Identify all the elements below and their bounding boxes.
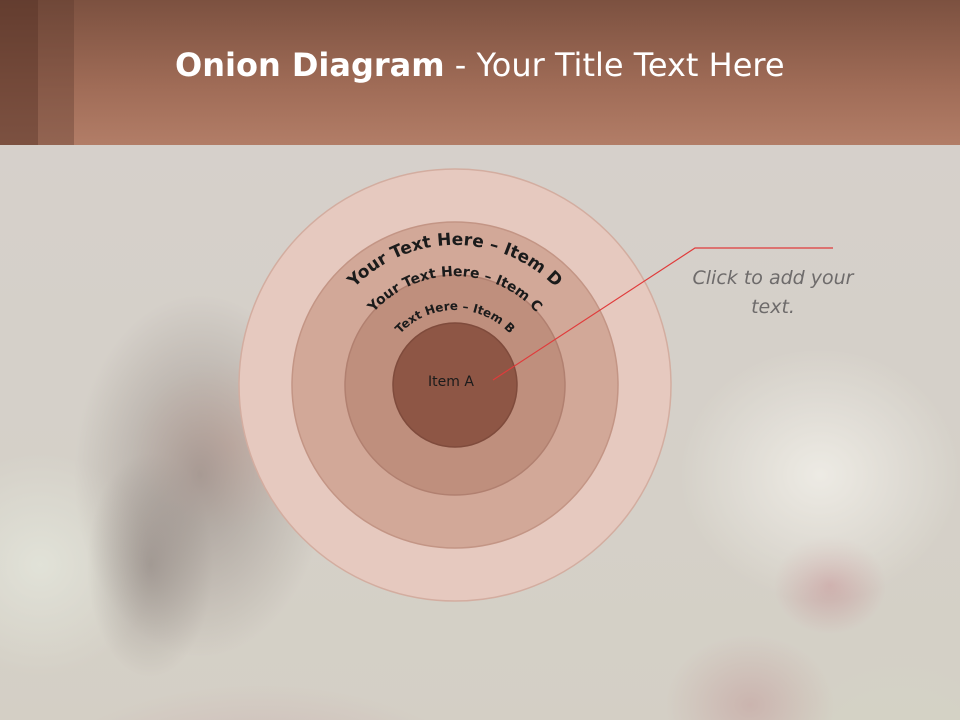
header-stripe [38,0,74,145]
slide-title[interactable]: Onion Diagram - Your Title Text Here [175,46,785,84]
onion-diagram: Your Text Here – Item D Your Text Here –… [238,168,833,602]
title-rest: - Your Title Text Here [444,46,785,84]
ring-item-a[interactable] [392,322,518,448]
title-bold: Onion Diagram [175,46,445,84]
callout-text[interactable]: Click to add your text. [692,267,854,318]
callout-line [492,247,833,381]
header-stripe [0,0,38,145]
ring-label-a: Item A [428,374,474,390]
header-band: Onion Diagram - Your Title Text Here [0,0,960,145]
